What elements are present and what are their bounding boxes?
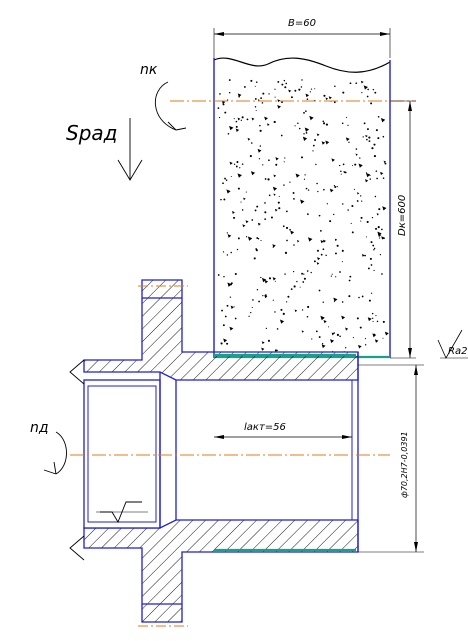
wheel-grain-texture bbox=[217, 79, 389, 353]
workpiece-section bbox=[69, 279, 359, 623]
wheel-diameter-dimension: Dк=600 bbox=[390, 100, 416, 359]
part-rotation-indicator: nд bbox=[30, 420, 67, 475]
width-dimension: B=60 bbox=[213, 18, 391, 58]
feed-label: Sрад bbox=[66, 121, 117, 145]
part-speed-label: nд bbox=[30, 420, 49, 436]
wheel-body bbox=[214, 58, 390, 358]
lower-wall-hatch bbox=[83, 519, 359, 623]
bore-diameter-dimension: ф70,2Н7-0,0391 bbox=[358, 364, 424, 553]
bore-diameter-label: ф70,2Н7-0,0391 bbox=[400, 431, 409, 498]
radial-feed-indicator: Sрад bbox=[66, 118, 143, 181]
width-dimension-label: B=60 bbox=[288, 18, 316, 29]
contact-length-label: lакт=56 bbox=[244, 422, 286, 433]
wheel-speed-label: nк bbox=[140, 62, 158, 78]
left-bore-inner bbox=[83, 379, 161, 529]
wheel-rotation-indicator: nк bbox=[140, 62, 187, 131]
wheel-diameter-label: Dк=600 bbox=[397, 195, 408, 236]
wheel-top-edge bbox=[213, 57, 391, 73]
left-bore-lining bbox=[87, 385, 157, 523]
roughness-mark: Ra2 bbox=[437, 329, 468, 359]
roughness-label: Ra2 bbox=[448, 346, 467, 357]
grinding-wheel bbox=[213, 57, 391, 359]
contact-length-dimension: lакт=56 bbox=[214, 422, 352, 439]
